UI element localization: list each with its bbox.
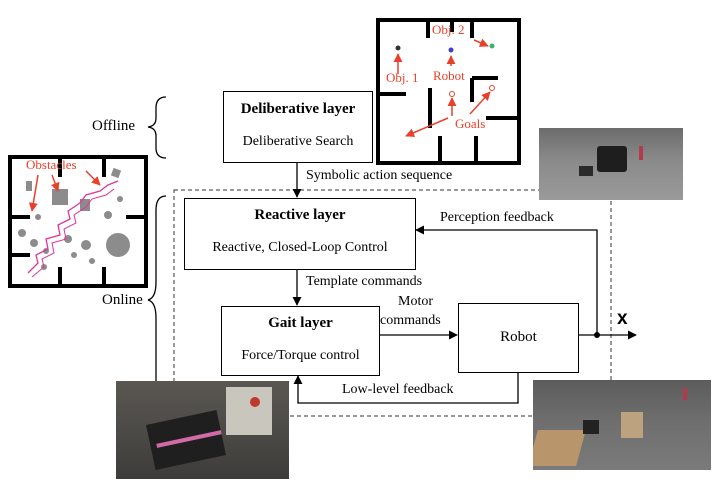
gait-layer-box: Gait layer Force/Torque control xyxy=(221,306,380,376)
output-x-label: x xyxy=(617,308,628,329)
deliberative-layer-title: Deliberative layer xyxy=(240,101,356,117)
offline-brace xyxy=(147,96,167,159)
deliberative-layer-box: Deliberative layer Deliberative Search xyxy=(223,91,373,163)
lowlevel-feedback-label: Low-level feedback xyxy=(342,382,454,397)
template-commands-label: Template commands xyxy=(306,274,423,289)
obj1-label: Obj. 1 xyxy=(386,70,419,85)
robot-map-label: Robot xyxy=(433,68,465,83)
offline-label: Offline xyxy=(92,118,136,134)
photo-robot-obstacle xyxy=(539,128,683,200)
symbolic-action-label: Symbolic action sequence xyxy=(306,168,453,183)
reactive-layer-title: Reactive layer xyxy=(254,207,346,223)
reactive-layer-box: Reactive layer Reactive, Closed-Loop Con… xyxy=(184,198,416,270)
photo-robot-goal xyxy=(533,380,711,470)
perception-feedback-label: Perception feedback xyxy=(440,210,554,225)
online-label: Online xyxy=(102,292,143,308)
gait-layer-subtitle: Force/Torque control xyxy=(241,348,360,363)
motor-label: Motor xyxy=(398,294,433,309)
goal-map xyxy=(376,18,521,165)
reactive-layer-subtitle: Reactive, Closed-Loop Control xyxy=(212,240,388,255)
online-brace xyxy=(147,195,167,382)
obstacles-label: Obstacles xyxy=(26,157,77,172)
photo-robot-lab xyxy=(116,381,289,479)
goals-label: Goals xyxy=(455,116,486,131)
obj2-label: Obj. 2 xyxy=(432,22,465,37)
commands-label: commands xyxy=(380,313,441,328)
robot-box: Robot xyxy=(458,303,579,373)
obstacle-map xyxy=(8,155,148,288)
gait-layer-title: Gait layer xyxy=(268,315,333,331)
online-region-frame xyxy=(173,189,612,417)
perception-arrow xyxy=(415,225,598,335)
deliberative-layer-subtitle: Deliberative Search xyxy=(242,134,354,149)
robot-box-label: Robot xyxy=(500,329,537,345)
lowlevel-arrow xyxy=(293,372,519,404)
